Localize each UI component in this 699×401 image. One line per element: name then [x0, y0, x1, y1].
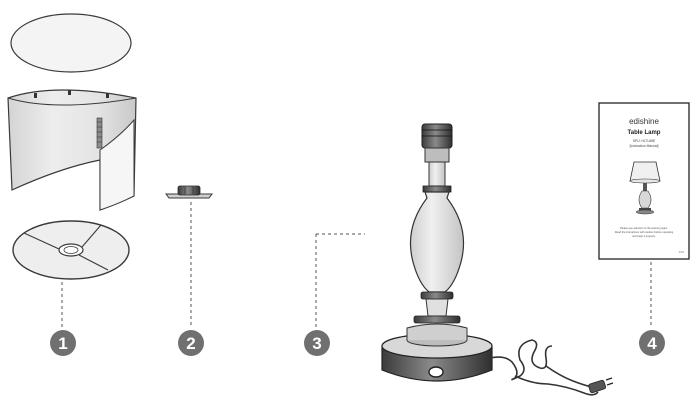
part-number-badge-1: 1 — [50, 330, 76, 356]
svg-text:3: 3 — [312, 334, 321, 353]
manual-note-line-1: Please pay attention to the warning sign… — [620, 226, 668, 230]
manual-subtitle: [Instruction Manual] — [630, 144, 659, 148]
manual-title: Table Lamp — [628, 130, 661, 136]
manual-note-line-2: Read the instructions with caution befor… — [615, 230, 674, 234]
manual-brand: edishine — [629, 117, 659, 126]
part-number-badge-3: 3 — [304, 330, 330, 356]
power-plug — [588, 377, 614, 394]
part-number-badge-2: 2 — [178, 330, 204, 356]
manual-note-line-3: and keep it properly. — [632, 234, 656, 238]
lamp-body — [409, 191, 465, 324]
lamp-base — [315, 123, 614, 396]
base-touch-button — [428, 366, 444, 378]
lamp-base-plinth — [381, 323, 493, 382]
shade-wire-frame — [12, 220, 130, 280]
manual-footer-code: V1.0 — [679, 250, 685, 254]
power-cord — [489, 339, 599, 396]
shade-fabric-panel — [7, 89, 137, 211]
finial — [165, 185, 213, 328]
shade-top-cover — [10, 13, 132, 73]
manual-lamp-illustration — [629, 161, 661, 215]
svg-text:2: 2 — [186, 334, 195, 353]
manual-model: SPU: HLTL68E — [633, 139, 656, 143]
lamp-socket — [421, 123, 453, 193]
svg-text:4: 4 — [647, 334, 657, 353]
instruction-manual: edishine Table Lamp SPU: HLTL68E [Instru… — [598, 102, 690, 328]
svg-text:1: 1 — [58, 334, 67, 353]
lamp-shade — [7, 13, 137, 330]
part-number-badge-4: 4 — [639, 330, 665, 356]
